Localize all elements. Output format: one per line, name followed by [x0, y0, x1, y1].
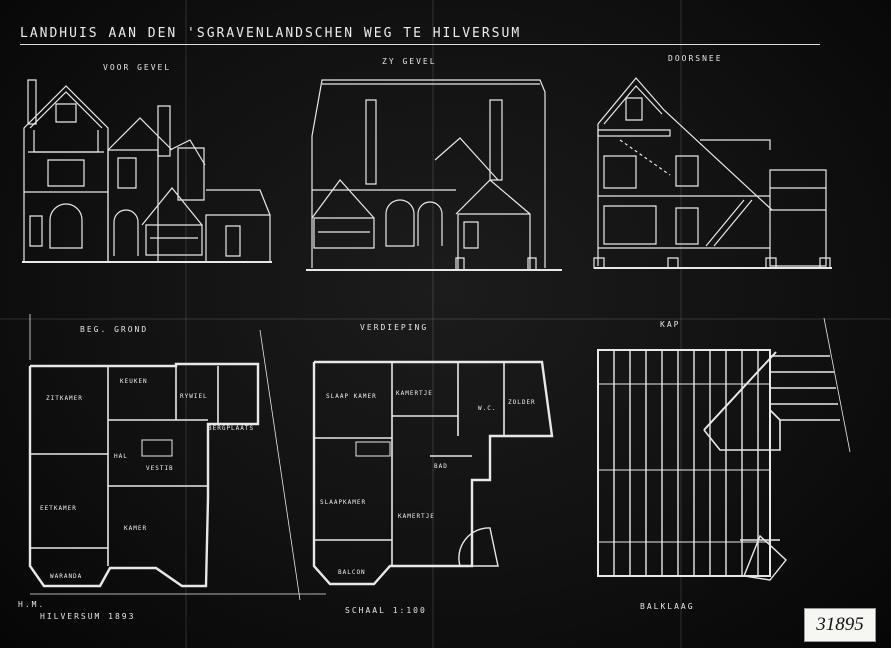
room-label: SLAAP KAMER — [326, 393, 377, 400]
room-label: KEUKEN — [120, 378, 148, 385]
title-underline — [20, 44, 820, 45]
ground-plan-label: BEG. GROND — [80, 325, 149, 334]
room-label: VESTIB — [146, 465, 174, 472]
room-label: BAD — [434, 463, 448, 470]
room-label: KAMERTJE — [398, 513, 435, 520]
fold-line-left — [185, 0, 187, 648]
room-label: SLAAPKAMER — [320, 499, 366, 506]
upper-floor-room-labels: SLAAP KAMER KAMERTJE W.C. ZOLDER BAD SLA… — [320, 390, 536, 576]
room-label: BALCON — [338, 569, 366, 576]
fold-line-horizontal — [0, 318, 891, 320]
ground-floor-room-labels: ZITKAMER KEUKEN EETKAMER HAL VESTIB KAME… — [40, 378, 254, 580]
room-label: ZOLDER — [508, 399, 536, 406]
room-label: W.C. — [478, 405, 496, 412]
cross-section — [594, 78, 832, 268]
beam-layer-note: BALKLAAG — [640, 602, 695, 611]
scale-note: SCHAAL 1:100 — [345, 606, 427, 615]
side-elevation — [306, 80, 562, 270]
roof-plan-label: KAP — [660, 320, 681, 329]
date-note: HILVERSUM 1893 — [40, 612, 136, 621]
room-label: HAL — [114, 453, 128, 460]
sheet-title: LANDHUIS AAN DEN 'SGRAVENLANDSCHEN WEG T… — [20, 26, 522, 41]
room-label: ZITKAMER — [46, 395, 83, 402]
signature-mark: H.M. — [18, 600, 46, 609]
room-label: KAMERTJE — [396, 390, 433, 397]
room-label: KAMER — [124, 525, 147, 532]
roof-framing-plan — [598, 318, 850, 580]
ground-floor-plan — [30, 314, 326, 600]
room-label: EETKAMER — [40, 505, 77, 512]
front-elevation — [22, 80, 272, 262]
upper-plan-label: VERDIEPING — [360, 323, 429, 332]
room-label: BERGPLAATS — [208, 425, 254, 432]
room-label: WARANDA — [50, 573, 82, 580]
side-elevation-label: ZY GEVEL — [382, 57, 437, 66]
upper-floor-plan — [314, 362, 552, 584]
archive-number-tag: 31895 — [804, 608, 876, 642]
section-label: DOORSNEE — [668, 54, 723, 63]
fold-line-right — [680, 0, 682, 648]
fold-line-center — [432, 0, 434, 648]
room-label: RYWIEL — [180, 393, 208, 400]
front-elevation-label: VOOR GEVEL — [103, 63, 172, 72]
